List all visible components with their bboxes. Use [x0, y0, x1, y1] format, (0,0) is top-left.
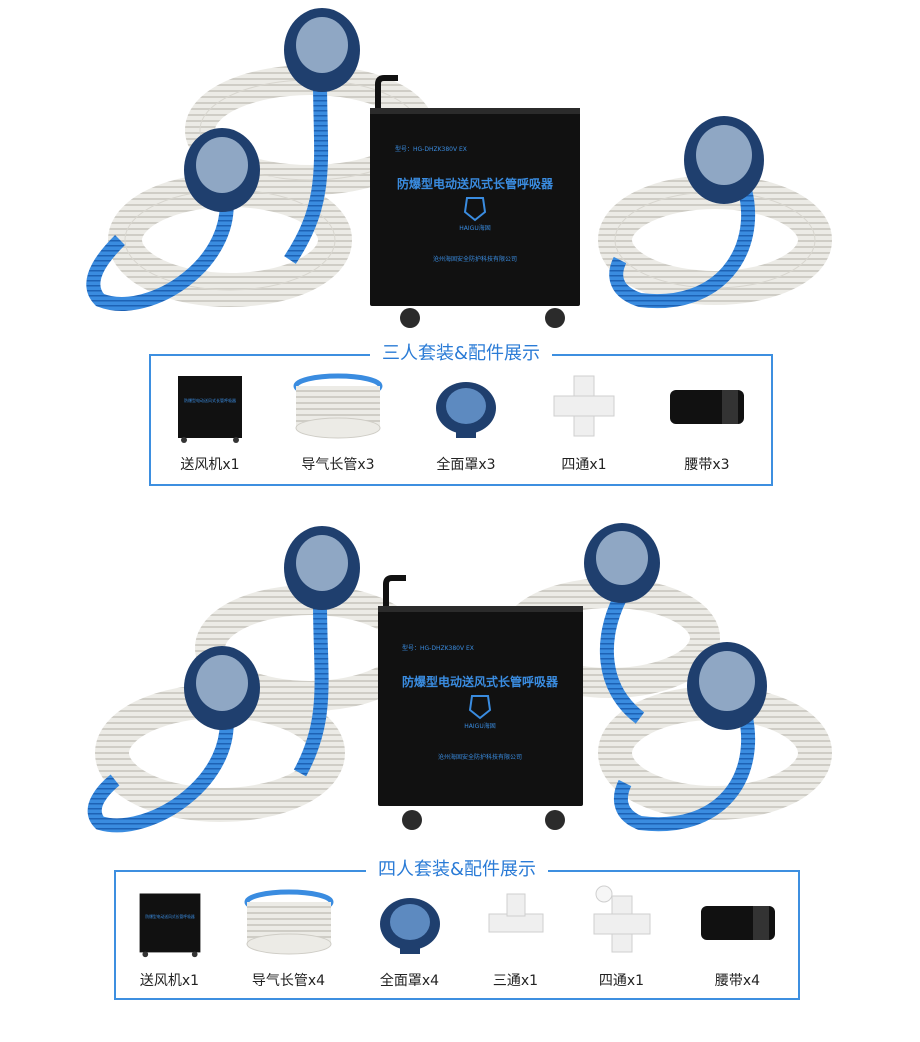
unit-model-text: 型号：HG-DHZK380V EX	[402, 644, 474, 652]
kit-item-label: 送风机x1	[139, 973, 200, 989]
kit-item: 四通x1	[582, 882, 662, 990]
blower-icon: 防爆型电动送风式长管呼吸器	[178, 376, 242, 443]
kit-four-person-box: 四人套装&配件展示 防爆型电动送风式长管呼吸器 送风机x1 导气长管x4	[114, 859, 800, 1000]
full-mask-icon	[436, 382, 496, 438]
unit-title-text: 防爆型电动送风式长管呼吸器	[402, 674, 559, 689]
kit-item-label: 送风机x1	[180, 457, 240, 473]
svg-text:防爆型电动送风式长管呼吸器: 防爆型电动送风式长管呼吸器	[184, 397, 236, 403]
unit-title-text: 防爆型电动送风式长管呼吸器	[397, 176, 554, 191]
blower-unit: 型号：HG-DHZK380V EX 防爆型电动送风式长管呼吸器 HAIGU海固 …	[370, 108, 580, 328]
kit-item: 防爆型电动送风式长管呼吸器 送风机x1	[170, 366, 250, 474]
blower-icon: 防爆型电动送风式长管呼吸器	[139, 893, 200, 958]
kit-title: 三人套装&配件展示	[369, 343, 553, 364]
product-photo-four-person: 型号：HG-DHZK380V EX 防爆型电动送风式长管呼吸器 HAIGU海固 …	[0, 518, 920, 848]
kit-item-label: 腰带x3	[684, 457, 730, 473]
full-mask-icon	[584, 523, 660, 603]
full-mask-icon	[284, 526, 360, 610]
full-mask-icon	[184, 646, 260, 730]
kit-item-label: 导气长管x4	[251, 973, 326, 989]
unit-brand-text: HAIGU海固	[464, 722, 495, 730]
svg-text:防爆型电动送风式长管呼吸器: 防爆型电动送风式长管呼吸器	[145, 914, 195, 919]
four-way-connector-icon	[593, 885, 650, 953]
hose-coil-icon	[244, 889, 333, 955]
kit-item-label: 三通x1	[492, 973, 539, 989]
full-mask-icon	[184, 128, 260, 212]
unit-company-text: 沧州海固安全防护科技有限公司	[438, 753, 522, 761]
kit-item: 腰带x4	[693, 882, 783, 990]
kit-item: 全面罩x4	[370, 882, 450, 990]
unit-brand-text: HAIGU海固	[459, 224, 490, 232]
kit-item: 导气长管x3	[288, 366, 388, 474]
brand-logo-icon	[468, 695, 492, 720]
kit-item: 四通x1	[544, 366, 624, 474]
kit-item-label: 全面罩x3	[436, 457, 496, 473]
unit-company-text: 沧州海固安全防护科技有限公司	[433, 255, 517, 263]
product-photo-three-person: 型号：HG-DHZK380V EX 防爆型电动送风式长管呼吸器 HAIGU海固 …	[0, 0, 920, 340]
kit-title: 四人套装&配件展示	[365, 859, 549, 880]
kit-three-person-box: 三人套装&配件展示 防爆型电动送风式长管呼吸器 送风机x1 导气长管x3	[149, 343, 773, 486]
blower-unit: 型号：HG-DHZK380V EX 防爆型电动送风式长管呼吸器 HAIGU海固 …	[378, 606, 583, 830]
hose-coil-icon	[293, 373, 383, 439]
hose-coil-icon	[598, 175, 832, 305]
kit-item: 导气长管x4	[239, 882, 339, 990]
tee-connector-icon	[488, 893, 543, 933]
full-mask-icon	[687, 642, 767, 730]
kit-item-label: 腰带x4	[714, 973, 761, 989]
belt-icon	[670, 390, 744, 424]
kit-item-label: 四通x1	[598, 973, 645, 989]
kit-item: 全面罩x3	[426, 366, 506, 474]
kit-item-label: 导气长管x3	[301, 457, 375, 473]
kit-item-label: 四通x1	[561, 457, 607, 473]
full-mask-icon	[379, 898, 440, 954]
kit-item: 三通x1	[481, 882, 551, 990]
kit-item-label: 全面罩x4	[379, 973, 440, 989]
full-mask-icon	[284, 8, 360, 92]
full-mask-icon	[684, 116, 764, 204]
four-way-connector-icon	[553, 375, 615, 437]
brand-logo-icon	[463, 197, 487, 222]
kit-item: 防爆型电动送风式长管呼吸器 送风机x1	[132, 882, 208, 990]
unit-model-text: 型号：HG-DHZK380V EX	[395, 145, 467, 153]
belt-icon	[700, 906, 775, 940]
kit-item: 腰带x3	[662, 366, 752, 474]
